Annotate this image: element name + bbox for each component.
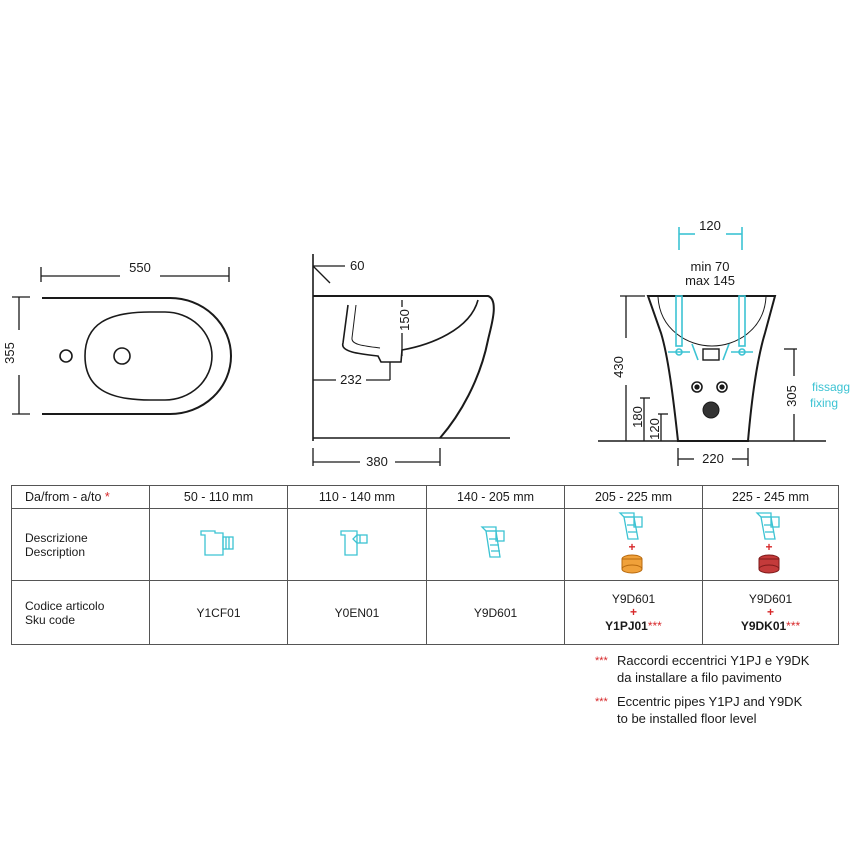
side-view — [312, 254, 510, 466]
description-cell: + — [564, 508, 703, 581]
top-view — [12, 267, 232, 415]
sku-cell: Y9D601 + Y9DK01*** — [702, 580, 839, 645]
front-max-label: max 145 — [685, 273, 735, 288]
sku-cell: Y0EN01 — [287, 580, 427, 645]
footnote-en: *** Eccentric pipes Y1PJ and Y9DK to be … — [595, 693, 809, 727]
pipe-angled-icon — [479, 526, 505, 558]
technical-drawing: 550 355 60 150 232 380 — [2, 218, 850, 469]
svg-text:+: + — [765, 540, 772, 554]
pipe-eccentric-orange-icon: + — [617, 512, 643, 574]
sku-cell: Y1CF01 — [149, 580, 288, 645]
range-cell: 205 - 225 mm — [564, 485, 703, 509]
header-star: * — [104, 490, 110, 504]
svg-text:+: + — [628, 540, 635, 554]
footnote-line: da installare a filo pavimento — [617, 670, 782, 685]
footnote-mark: *** — [595, 655, 608, 667]
description-cell — [149, 508, 288, 581]
pipe-short-icon — [199, 530, 234, 556]
description-cell — [426, 508, 565, 581]
sku-label-it: Codice articolo — [25, 598, 105, 613]
side-base-width-label: 380 — [366, 454, 388, 469]
range-cell: 110 - 140 mm — [287, 485, 427, 509]
footnote-line: Raccordi eccentrici Y1PJ e Y9DK — [617, 653, 810, 668]
range-cell: 140 - 205 mm — [426, 485, 565, 509]
footnote-line: to be installed floor level — [617, 711, 757, 726]
front-h180-label: 180 — [630, 406, 645, 428]
top-width-label: 550 — [129, 260, 151, 275]
pipe-medium-icon — [340, 530, 368, 556]
footnote-mark: *** — [595, 696, 608, 708]
sku-label-cell: Codice articolo Sku code — [11, 580, 150, 645]
front-fix-height-label: 305 — [784, 385, 799, 407]
table-row-description: Descrizione Description — [11, 508, 839, 581]
sku-cell: Y9D601 + Y1PJ01*** — [564, 580, 703, 645]
sku-label-en: Sku code — [25, 612, 76, 627]
front-min-label: min 70 — [690, 259, 729, 274]
sku-secondary: Y1PJ01 — [605, 619, 648, 633]
sku-stars: *** — [786, 619, 801, 633]
table-row-sku: Codice articolo Sku code Y1CF01 Y0EN01 Y… — [11, 580, 839, 645]
sku-plus: + — [766, 605, 774, 619]
sku-secondary: Y9DK01 — [740, 619, 787, 633]
range-cell: 50 - 110 mm — [149, 485, 288, 509]
water-connection — [668, 227, 753, 361]
sku-primary: Y9D601 — [611, 592, 656, 606]
footnote-it: *** Raccordi eccentrici Y1PJ e Y9DK da i… — [595, 652, 809, 686]
sku-plus: + — [629, 605, 637, 619]
sku-primary: Y9D601 — [748, 592, 793, 606]
footnotes: *** Raccordi eccentrici Y1PJ e Y9DK da i… — [595, 652, 809, 734]
sku-cell: Y9D601 — [426, 580, 565, 645]
description-cell: + — [702, 508, 839, 581]
footnote-line: Eccentric pipes Y1PJ and Y9DK — [617, 694, 803, 709]
side-top-offset-label: 60 — [350, 258, 364, 273]
side-bowl-depth-label: 150 — [397, 309, 412, 331]
fixing-label-it: fissaggi — [812, 380, 850, 394]
side-outlet-label: 232 — [340, 372, 362, 387]
description-label-cell: Descrizione Description — [11, 508, 150, 581]
header-label: Da/from - a/to — [25, 490, 102, 504]
front-base-width-label: 220 — [702, 451, 724, 466]
front-h120-label: 120 — [647, 418, 662, 440]
top-depth-label: 355 — [2, 342, 17, 364]
pipe-eccentric-red-icon: + — [754, 512, 780, 574]
front-height-label: 430 — [611, 356, 626, 378]
compatibility-table: Da/from - a/to * 50 - 110 mm 110 - 140 m… — [11, 485, 839, 645]
header-label-cell: Da/from - a/to * — [11, 485, 150, 509]
front-spacing-label: 120 — [699, 218, 721, 233]
range-cell: 225 - 245 mm — [702, 485, 839, 509]
table-header-row: Da/from - a/to * 50 - 110 mm 110 - 140 m… — [11, 485, 839, 509]
front-view — [598, 295, 826, 466]
fixing-label-en: fixing — [810, 396, 838, 410]
description-label-en: Description — [25, 544, 86, 559]
description-label-it: Descrizione — [25, 530, 88, 545]
description-cell — [287, 508, 427, 581]
sku-stars: *** — [647, 619, 662, 633]
